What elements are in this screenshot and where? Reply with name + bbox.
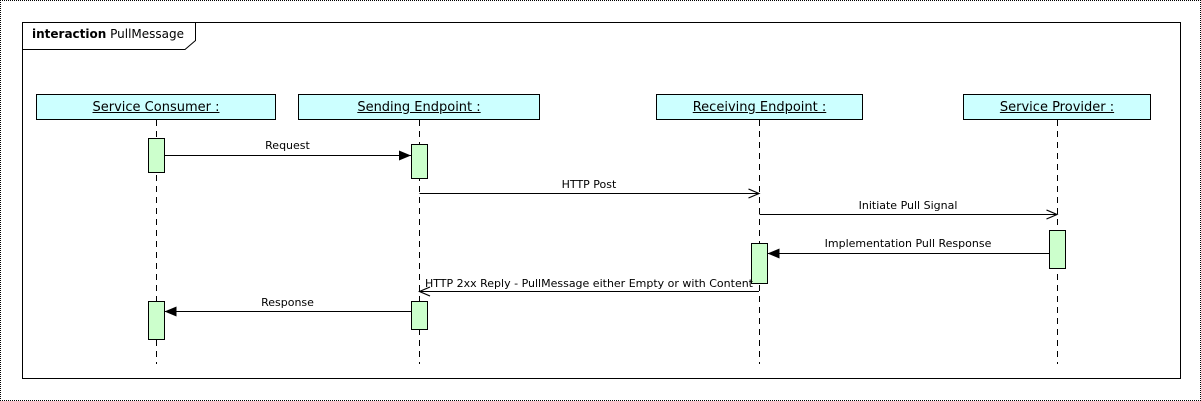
message-label-http-2xx-reply: HTTP 2xx Reply - PullMessage either Empt… xyxy=(424,277,753,290)
activation-sending-endpoint-2 xyxy=(411,301,428,330)
participant-service-consumer: Service Consumer : xyxy=(36,94,276,120)
frame-title: interaction PullMessage xyxy=(32,27,184,41)
participant-label: Receiving Endpoint : xyxy=(692,99,827,115)
participant-receiving-endpoint: Receiving Endpoint : xyxy=(656,94,863,120)
frame-name: PullMessage xyxy=(110,27,185,41)
frame-keyword: interaction xyxy=(32,27,107,41)
activation-sending-endpoint-1 xyxy=(411,144,428,179)
frame-label-pentagon xyxy=(22,22,196,50)
activation-service-consumer-1 xyxy=(148,138,165,173)
message-label-implementation-pull-response: Implementation Pull Response xyxy=(824,237,992,250)
message-label-response: Response xyxy=(261,296,314,309)
participant-sending-endpoint: Sending Endpoint : xyxy=(298,94,540,120)
participant-label: Service Consumer : xyxy=(92,99,220,115)
message-label-initiate-pull-signal: Initiate Pull Signal xyxy=(858,199,958,212)
participant-label: Sending Endpoint : xyxy=(357,99,481,115)
message-label-http-post: HTTP Post xyxy=(561,178,617,191)
participant-service-provider: Service Provider : xyxy=(963,94,1151,120)
activation-service-provider-1 xyxy=(1049,230,1066,269)
activation-service-consumer-2 xyxy=(148,301,165,340)
interaction-frame xyxy=(22,22,1181,379)
activation-receiving-endpoint-1 xyxy=(751,243,768,284)
message-label-request: Request xyxy=(265,139,310,152)
participant-label: Service Provider : xyxy=(999,99,1115,115)
